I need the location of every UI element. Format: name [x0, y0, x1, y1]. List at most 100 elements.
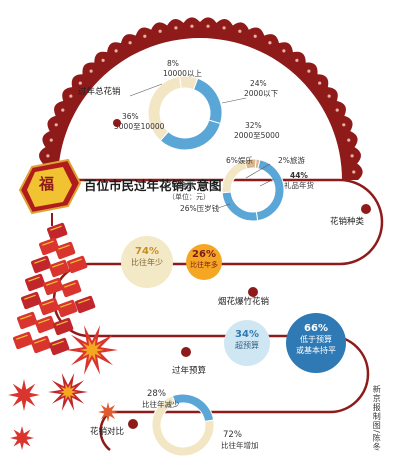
slice-label-2000-5000-pct: 32%: [245, 121, 262, 130]
donut1-slice-3: [147, 75, 182, 142]
donut-spending-types: [221, 158, 285, 222]
firecracker-tube: [55, 241, 76, 260]
slice-label-5000-10000-pct: 36%: [122, 112, 139, 121]
dome-dot: [143, 34, 147, 38]
dome-dot: [335, 108, 339, 112]
firecracker-tube: [49, 337, 70, 356]
red-dome: [37, 17, 363, 180]
dome-dot: [352, 170, 356, 174]
dome-dot: [190, 24, 194, 28]
firecracker-band: [38, 318, 50, 324]
starburst: [59, 383, 77, 401]
firecracker-band: [42, 300, 54, 306]
dome-dot: [114, 49, 118, 53]
slice-label-2000-pct: 24%: [250, 79, 267, 88]
slice-label-increase: 比往年增加: [221, 441, 259, 450]
firecracker-band: [28, 276, 40, 282]
firecracker-tube: [39, 297, 60, 316]
node-types: [361, 204, 371, 214]
dome-dot: [238, 29, 242, 33]
bubble-under-pct: 66%: [304, 323, 328, 334]
firecracker-tube: [13, 331, 34, 350]
firecracker-tube: [53, 317, 74, 336]
bubble-over-pct: 34%: [235, 329, 259, 340]
firecracker-tube: [25, 273, 46, 292]
slice-label-travel-fare: 22%路费: [162, 181, 194, 190]
starburst: [80, 338, 104, 362]
section-label-budget: 过年预算: [172, 366, 207, 376]
firecracker-tube: [39, 237, 60, 256]
dome-dot: [318, 81, 322, 85]
dome-dot: [350, 154, 354, 158]
dome-dot: [268, 41, 272, 45]
donut2-slice-4: [243, 158, 257, 170]
bubble-more: 26% 比往年多: [186, 244, 222, 280]
bubble-under-budget: 66% 低于预算 或基本持平: [286, 313, 346, 373]
donut2-slice-2: [221, 191, 259, 222]
dome-dot: [347, 138, 351, 142]
firecracker-tube: [17, 311, 38, 330]
slice-label-red-envelope: 26%压岁钱: [180, 204, 220, 213]
firecracker-band: [64, 282, 76, 288]
firecracker-tube: [49, 259, 70, 278]
dome-dot: [101, 58, 105, 62]
slice-label-decrease: 比往年减少: [142, 400, 180, 409]
fu-badge: 福: [39, 175, 55, 193]
firecracker-band: [78, 298, 90, 304]
dome-dot: [253, 34, 257, 38]
section-label-total: 过年总花销: [78, 87, 121, 97]
slice-label-10000: 10000以上: [163, 69, 202, 78]
firecracker-band: [34, 258, 46, 264]
dome-inner: [58, 38, 342, 180]
firecracker-band: [20, 314, 32, 320]
bubble-less: 74% 比往年少: [121, 236, 173, 288]
firecracker-band: [34, 338, 46, 344]
dome-dot: [78, 81, 82, 85]
firecracker-tube: [67, 255, 88, 274]
bubble-under-label-2: 或基本持平: [296, 346, 336, 355]
dome-dot: [128, 41, 132, 45]
slice-label-gifts: 礼品年货: [284, 181, 314, 190]
firecracker-band: [50, 225, 62, 231]
dome-dot: [54, 123, 58, 127]
slice-label-2000: 2000以下: [244, 89, 279, 98]
firecracker-tube: [57, 299, 78, 318]
slice-label-travel: 2%旅游: [278, 156, 305, 165]
bubble-more-pct: 26%: [192, 249, 216, 260]
firecracker-tube: [47, 222, 68, 241]
firecracker-bundle-icon: [13, 213, 96, 356]
firecracker-band: [52, 262, 64, 268]
credit-text: 新京报制图/陈冬: [372, 385, 382, 452]
dome-dot: [89, 69, 93, 73]
firecracker-band: [24, 294, 36, 300]
dome-dot: [295, 58, 299, 62]
dome-dot: [342, 123, 346, 127]
firecracker-tube: [61, 279, 82, 298]
firecracker-tube: [21, 291, 42, 310]
dome-dot: [61, 108, 65, 112]
bubble-over-budget: 34% 超预算: [224, 320, 270, 366]
firecracker-tube: [31, 255, 52, 274]
firecracker-tube: [75, 295, 96, 314]
slice-label-entertainment: 6%娱乐: [226, 156, 253, 165]
firecracker-band: [16, 334, 28, 340]
slice-label-increase-pct: 72%: [223, 430, 242, 440]
donut-total-spending: [147, 75, 223, 151]
dome-dot: [69, 94, 73, 98]
page-title: 百位市民过年花销示意图: [84, 178, 222, 193]
firecracker-band: [42, 240, 54, 246]
starburst: [98, 402, 118, 422]
leader-lines: [129, 83, 275, 209]
node-fireworks: [248, 287, 258, 297]
dome-dot: [46, 154, 50, 158]
starburst: [8, 379, 40, 411]
dome-dot: [307, 69, 311, 73]
firecracker-band: [58, 244, 70, 250]
bubble-over-label: 超预算: [235, 341, 259, 350]
dome-dot: [174, 26, 178, 30]
slice-label-gifts-pct: 44%: [290, 171, 308, 180]
firecracker-band: [46, 280, 58, 286]
section-label-compare: 花销对比: [90, 427, 125, 437]
